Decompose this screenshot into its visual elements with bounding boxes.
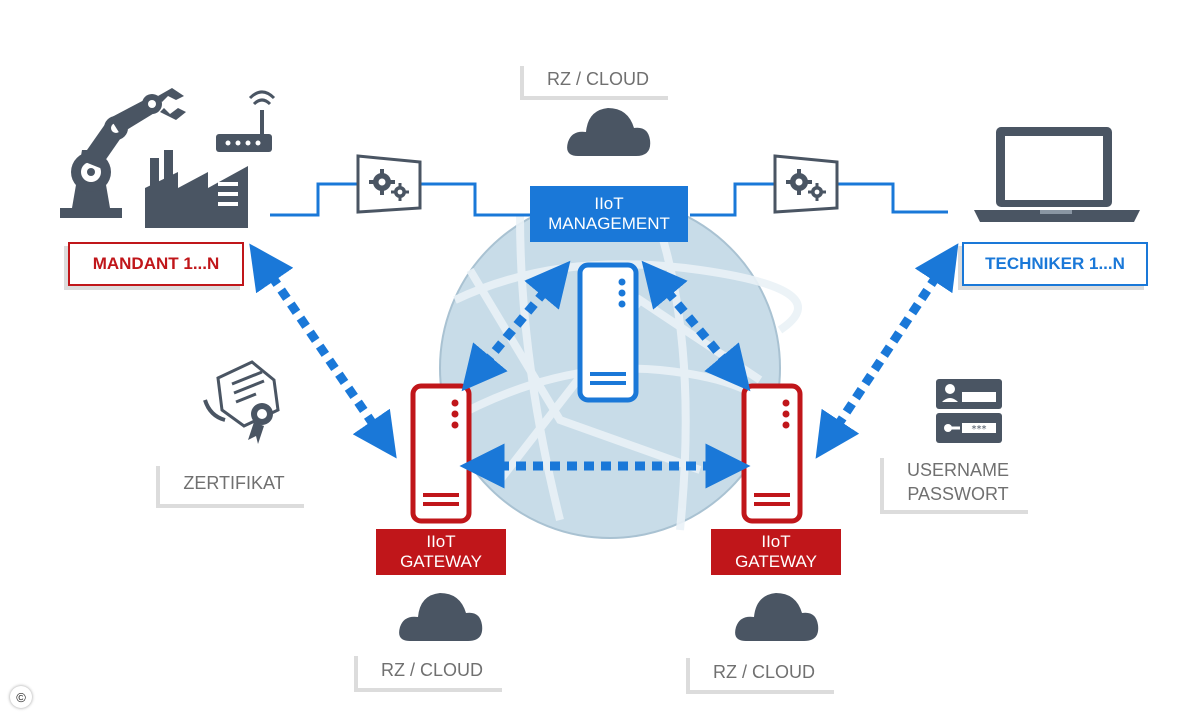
username-label: USERNAME [906, 459, 1009, 480]
dotted-arrows [249, 243, 959, 489]
cloud-icon [735, 593, 819, 641]
cloud-top-label: RZ / CLOUD [524, 62, 672, 96]
cloud-icon [399, 593, 483, 641]
arrow-management-gateway-right [641, 260, 751, 392]
svg-text:***: *** [972, 424, 987, 435]
arrow-mandant-gateway [249, 243, 397, 459]
iiot-management-line-1: IIoT [594, 194, 624, 214]
iiot-gateway-left-label: IIoT GATEWAY [376, 529, 506, 575]
arrow-techniker-gateway [815, 243, 959, 459]
robot-arm-icon [60, 88, 186, 218]
iiot-gateway-left-line-2: GATEWAY [400, 552, 482, 571]
connection-lines [270, 182, 948, 217]
gear-panel-icon [356, 154, 422, 214]
iiot-gateway-left-line-1: IIoT [426, 532, 456, 552]
passwort-label: PASSWORT [907, 484, 1009, 504]
iiot-gateway-right-line-2: GATEWAY [735, 552, 817, 571]
router-icon [216, 90, 276, 152]
server-icon [577, 262, 639, 403]
laptop-icon [974, 127, 1140, 222]
techniker-label: TECHNIKER 1...N [962, 242, 1148, 286]
cloud-left-label: RZ / CLOUD [358, 652, 506, 688]
iiot-management-line-2: MANAGEMENT [548, 214, 670, 233]
certificate-icon [203, 360, 280, 444]
arrow-management-gateway-left [461, 260, 571, 392]
server-icon [741, 383, 803, 524]
server-icon [410, 383, 472, 524]
factory-icon [145, 150, 248, 228]
iiot-gateway-right-label: IIoT GATEWAY [711, 529, 841, 575]
credentials-icon: *** [936, 379, 1002, 443]
gear-panel-icon [773, 154, 839, 214]
cloud-right-label: RZ / CLOUD [690, 654, 838, 690]
iiot-gateway-right-line-1: IIoT [761, 532, 791, 552]
zertifikat-label: ZERTIFIKAT [160, 462, 308, 504]
copyright-icon: © [10, 686, 32, 708]
mandant-label: MANDANT 1...N [68, 242, 244, 286]
credentials-label: USERNAME PASSWORT [884, 454, 1032, 510]
cloud-icon [567, 108, 651, 156]
iiot-management-label: IIoT MANAGEMENT [530, 186, 688, 242]
